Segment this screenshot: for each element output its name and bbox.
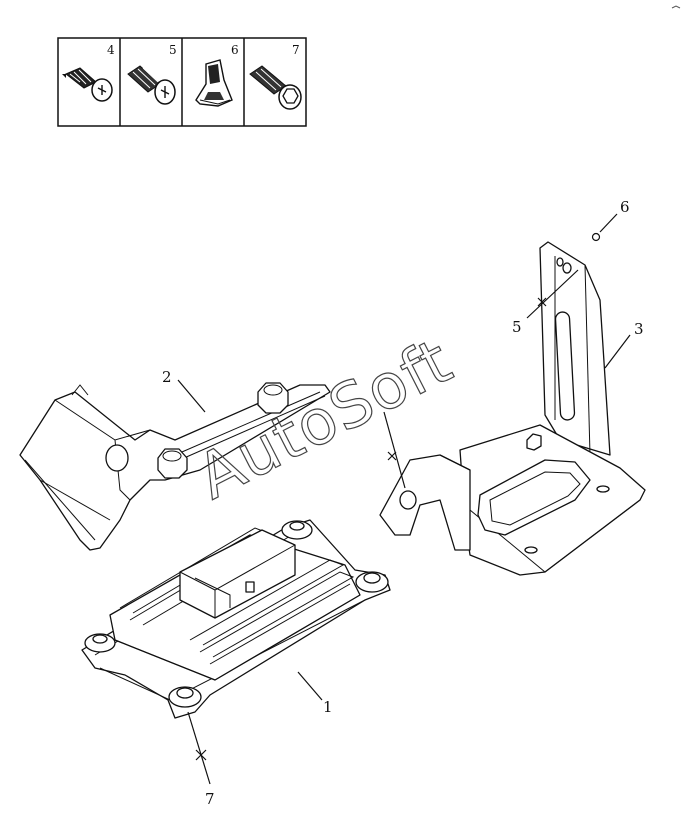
mount-boss-right [355, 571, 389, 593]
callout-1: 1 [323, 698, 333, 716]
leader-line-5 [526, 269, 579, 319]
fastener-mark-tab [387, 451, 397, 461]
callout-3: 3 [634, 320, 644, 338]
leader-line-2 [177, 379, 206, 413]
ecu-module-part-1 [81, 519, 391, 719]
mount-boss-rear [281, 520, 313, 540]
corner-mark [671, 5, 681, 9]
legend-num-6: 6 [231, 43, 239, 57]
fastener-mark-7 [195, 749, 207, 761]
mount-boss-front-left [168, 686, 202, 708]
callout-6: 6 [620, 198, 630, 216]
fastener-mark-6 [591, 232, 601, 242]
self-tapping-screw-icon [62, 67, 113, 102]
pan-head-screw-icon [127, 65, 176, 105]
callout-7: 7 [205, 790, 215, 808]
plate-clip-nut [526, 433, 542, 451]
leader-line-7 [187, 711, 211, 785]
mount-boss-left [84, 633, 116, 653]
leader-line-1 [297, 671, 323, 701]
leader-line-6 [599, 213, 618, 233]
upper-bracket-part-2 [19, 382, 331, 551]
fastener-legend: 4 5 6 7 [57, 37, 307, 127]
callout-2: 2 [162, 368, 172, 386]
leader-line-3 [604, 334, 631, 369]
clip-nut-icon [195, 59, 233, 107]
callout-5: 5 [512, 318, 522, 336]
mounting-bracket-part-3 [379, 241, 646, 576]
fastener-mark-5 [537, 297, 547, 307]
legend-num-7: 7 [292, 43, 300, 57]
flange-bolt-icon [249, 65, 302, 110]
legend-num-5: 5 [169, 43, 177, 57]
legend-num-4: 4 [107, 43, 115, 57]
bracket-nut-left [157, 448, 188, 479]
fastener-line-tab [383, 411, 406, 489]
bracket-nut-right [257, 382, 289, 414]
